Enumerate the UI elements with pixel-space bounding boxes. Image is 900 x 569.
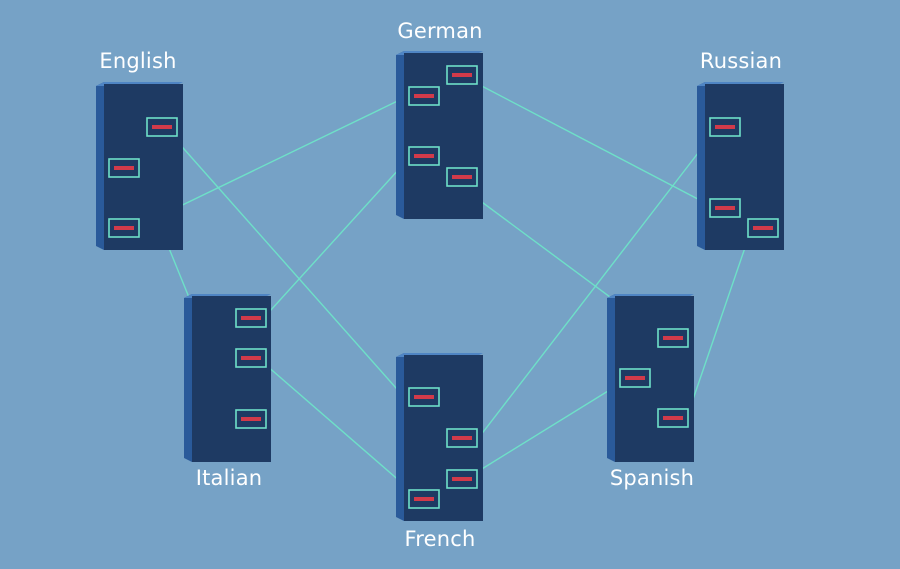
port-frame [446, 65, 478, 85]
port-english [108, 158, 140, 178]
server-node-italian [184, 294, 271, 462]
link-italian-french [265, 364, 411, 491]
link-english-german [138, 94, 411, 227]
port-frame [657, 328, 689, 348]
port-frame [657, 408, 689, 428]
port-italian [235, 348, 267, 368]
port-frame [619, 368, 651, 388]
port-frame [446, 469, 478, 489]
port-indicator [414, 94, 434, 98]
port-indicator [625, 376, 645, 380]
port-french [408, 489, 440, 509]
port-frame [408, 86, 440, 106]
server-side-face [697, 82, 705, 250]
port-indicator [452, 477, 472, 481]
port-german [446, 65, 478, 85]
port-spanish [619, 368, 651, 388]
port-english [146, 117, 178, 137]
server-front-face [404, 53, 483, 219]
server-front-face [705, 84, 784, 250]
node-label-italian: Italian [195, 466, 263, 490]
port-russian [709, 117, 741, 137]
port-indicator [452, 175, 472, 179]
port-indicator [414, 497, 434, 501]
port-frame [709, 117, 741, 137]
port-indicator [715, 125, 735, 129]
port-russian [747, 218, 779, 238]
server-node-german [396, 51, 483, 219]
server-side-face [96, 82, 104, 250]
node-label-french: French [404, 527, 476, 551]
port-frame [408, 387, 440, 407]
node-label-german: German [397, 19, 483, 43]
port-german [408, 146, 440, 166]
nodes-layer [96, 51, 784, 521]
port-frame [747, 218, 779, 238]
port-indicator [663, 416, 683, 420]
port-german [408, 86, 440, 106]
port-spanish [657, 328, 689, 348]
port-italian [235, 308, 267, 328]
port-frame [446, 428, 478, 448]
port-frame [108, 158, 140, 178]
port-frame [108, 218, 140, 238]
port-indicator [241, 316, 261, 320]
server-side-face [184, 294, 192, 462]
port-frame [235, 308, 267, 328]
port-indicator [452, 73, 472, 77]
link-spanish-french [476, 382, 622, 473]
port-english [108, 218, 140, 238]
port-indicator [753, 226, 773, 230]
link-german-russian [475, 82, 716, 209]
port-frame [408, 146, 440, 166]
server-node-french [396, 353, 483, 521]
node-label-russian: Russian [699, 49, 783, 73]
server-side-face [396, 51, 404, 219]
port-frame [408, 489, 440, 509]
server-node-english [96, 82, 183, 250]
port-frame [446, 167, 478, 187]
port-russian [709, 198, 741, 218]
server-front-face [192, 296, 271, 462]
port-frame [146, 117, 178, 137]
server-node-russian [697, 82, 784, 250]
port-indicator [715, 206, 735, 210]
port-french [446, 469, 478, 489]
port-indicator [152, 125, 172, 129]
port-indicator [452, 436, 472, 440]
port-indicator [241, 417, 261, 421]
port-indicator [663, 336, 683, 340]
port-indicator [114, 226, 134, 230]
link-russian-french [476, 130, 716, 441]
port-italian [235, 409, 267, 429]
link-russian-spanish [687, 235, 750, 415]
port-spanish [657, 408, 689, 428]
port-indicator [241, 356, 261, 360]
port-indicator [114, 166, 134, 170]
node-label-english: English [99, 49, 177, 73]
port-indicator [414, 154, 434, 158]
port-frame [235, 409, 267, 429]
port-frame [235, 348, 267, 368]
node-label-spanish: Spanish [609, 466, 695, 490]
server-side-face [396, 353, 404, 521]
port-german [446, 167, 478, 187]
port-frame [709, 198, 741, 218]
server-side-face [607, 294, 615, 462]
port-french [408, 387, 440, 407]
port-french [446, 428, 478, 448]
link-german-italian [269, 156, 411, 312]
link-english-french [175, 139, 405, 398]
port-indicator [414, 395, 434, 399]
server-node-spanish [607, 294, 694, 462]
